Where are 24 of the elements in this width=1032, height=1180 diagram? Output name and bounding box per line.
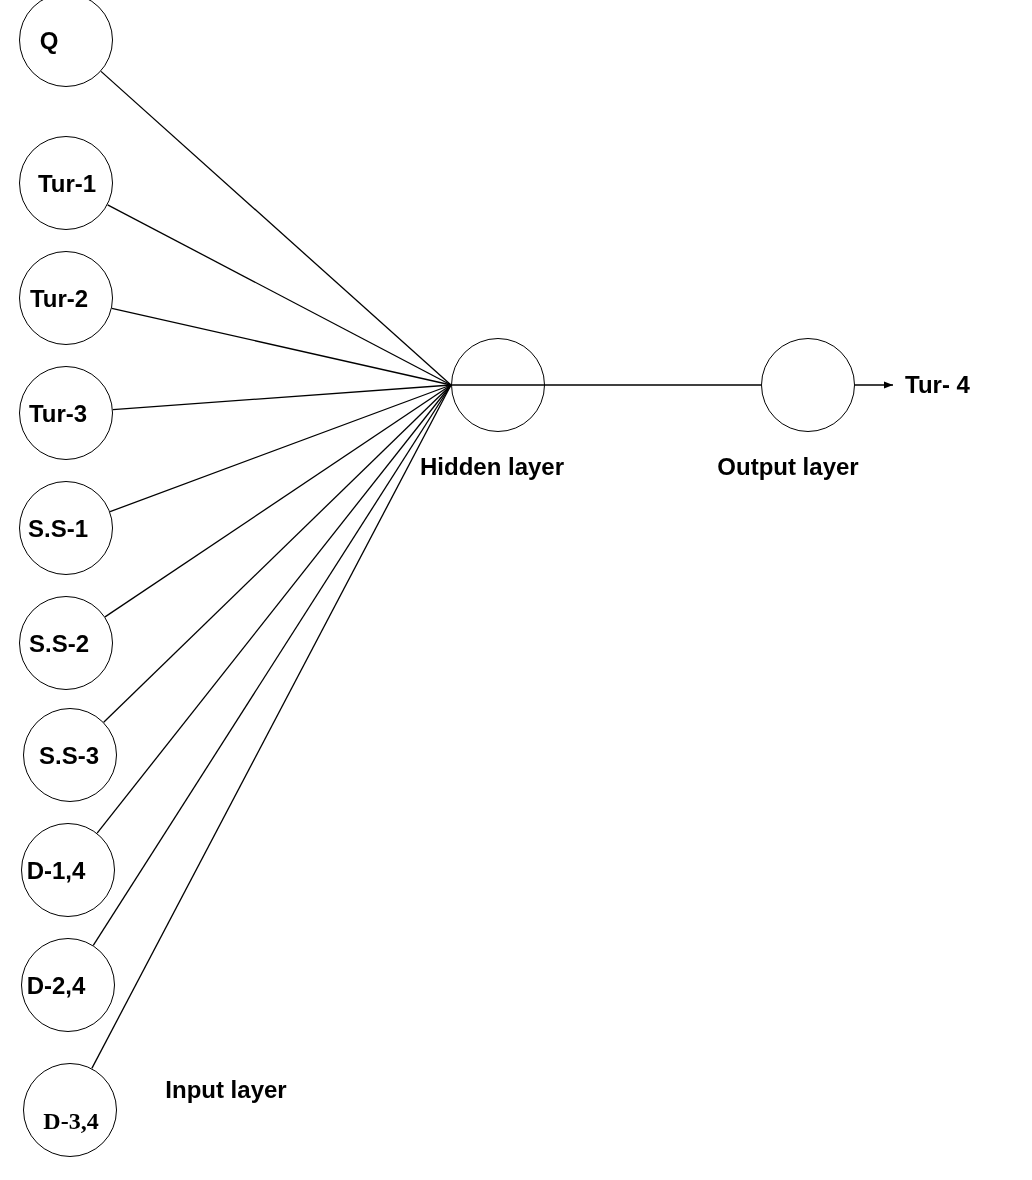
connection-line (109, 384, 452, 513)
connection-line (106, 204, 452, 386)
connection-line (111, 307, 452, 386)
input-label: S.S-1 (28, 517, 88, 541)
input-label: D-1,4 (26, 859, 86, 883)
layer-label: Output layer (717, 455, 859, 479)
connection-line (96, 384, 452, 834)
connection-line (100, 70, 452, 386)
connection-line (104, 384, 452, 618)
output-label: Tur- 4 (905, 373, 970, 397)
layer-label: Hidden layer (419, 455, 564, 479)
connection-line (450, 384, 762, 386)
input-label: Q (39, 29, 59, 53)
input-label: S.S-3 (39, 744, 99, 768)
input-label: S.S-2 (29, 632, 89, 656)
input-label: Tur-3 (28, 402, 88, 426)
connection-line (112, 384, 452, 411)
arrow (854, 381, 894, 389)
input-label: D-2,4 (26, 974, 86, 998)
connection-line (91, 384, 452, 1070)
input-label: Tur-2 (29, 287, 89, 311)
input-label: Tur-1 (37, 172, 97, 196)
input-label: D-3,4 (43, 1109, 99, 1133)
layer-label: Input layer (165, 1078, 287, 1102)
